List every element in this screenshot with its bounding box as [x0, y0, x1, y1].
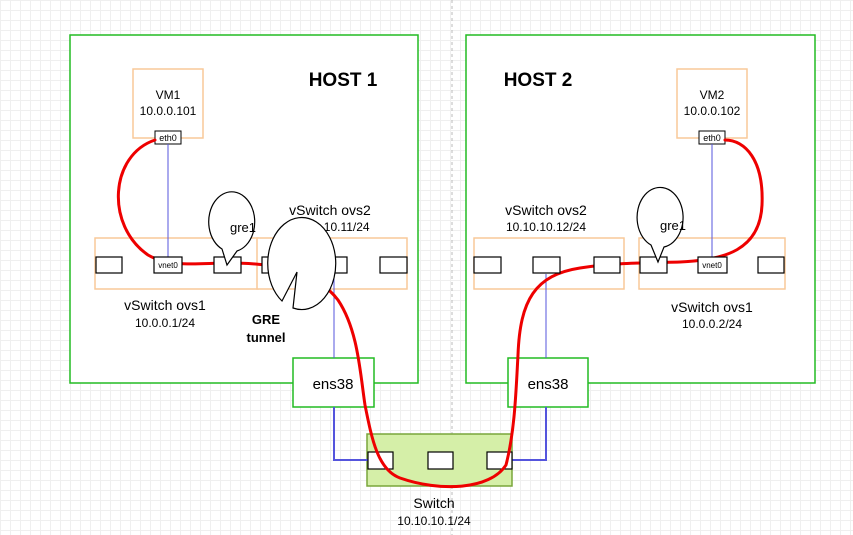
host1-nic-label: ens38 [313, 376, 354, 393]
gre-tunnel-path [117, 138, 764, 489]
vm2-name: VM2 [700, 88, 725, 102]
host2-ovs2-ip: 10.10.10.12/24 [506, 220, 586, 234]
gre-tunnel-line2: tunnel [247, 330, 286, 345]
host2-gre1-text: gre1 [660, 218, 686, 233]
host2-nic-label: ens38 [528, 376, 569, 393]
host1-gre1-callout: gre1 [208, 191, 256, 267]
host2-ovs2-label: vSwitch ovs2 [505, 202, 587, 218]
host2-vm[interactable]: VM2 10.0.0.102 eth0 [676, 68, 748, 145]
host2-gre1-bubble [636, 186, 684, 264]
vm1-ip: 10.0.0.101 [140, 104, 197, 118]
host1-vm[interactable]: VM1 10.0.0.101 eth0 [132, 68, 204, 145]
host1-ovs2-port-3[interactable] [379, 256, 408, 274]
host2-ovs1-port-3[interactable] [757, 256, 785, 274]
host2-ovs2-port-1[interactable] [473, 256, 502, 274]
host1-gre1-text: gre1 [230, 220, 256, 235]
gre-tunnel-bubble [267, 216, 337, 311]
physical-links [167, 144, 713, 461]
gre-tunnel-line1: GRE [252, 312, 281, 327]
host1-title: HOST 1 [309, 70, 378, 91]
switch-ports[interactable] [367, 451, 513, 470]
host2-nic-ens38[interactable] [507, 357, 589, 408]
host2-gre1-callout: gre1 [636, 186, 686, 264]
host2-ovs1-vnet0-port[interactable] [697, 256, 728, 274]
host2-title: HOST 2 [504, 70, 573, 91]
physical-switch[interactable]: Switch 10.10.10.1/24 [366, 433, 513, 528]
host1-ovs2-label: vSwitch ovs2 [289, 202, 371, 218]
host2-ovs2-port-3[interactable] [593, 256, 621, 274]
host1-ovs1-ip: 10.0.0.1/24 [135, 316, 195, 330]
host2-ovs1-label: vSwitch ovs1 [671, 299, 753, 315]
vm2-ip: 10.0.0.102 [684, 104, 741, 118]
host1-nic-to-switch-link [333, 407, 381, 461]
vm1-eth0-label: eth0 [159, 133, 177, 143]
switch-ip: 10.10.10.1/24 [397, 514, 471, 528]
vm2-box[interactable] [676, 68, 748, 139]
host1-ovs1-port-1[interactable] [95, 256, 123, 274]
gre-tunnel-callout: GRE tunnel [247, 216, 337, 345]
host2-ovs1-ip: 10.0.0.2/24 [682, 317, 742, 331]
host2-ovs2-port-2[interactable] [532, 256, 561, 274]
host2-nic-to-switch-link [500, 407, 547, 461]
host1-ovs1-vnet0-port[interactable] [153, 256, 183, 274]
vm1-name: VM1 [156, 88, 181, 102]
host2-ovs-ports[interactable]: vnet0 [473, 256, 785, 274]
host1-ovs1-label: vSwitch ovs1 [124, 297, 206, 313]
host1-gre1-bubble [208, 191, 256, 267]
host2-vnet0-label: vnet0 [702, 261, 722, 270]
switch-port-2[interactable] [427, 451, 454, 470]
switch-label: Switch [413, 495, 454, 511]
host1-vnet0-label: vnet0 [158, 261, 178, 270]
host2-ovs1-gre1-port[interactable] [639, 256, 668, 274]
vm1-box[interactable] [132, 68, 204, 139]
vm2-eth0-label: eth0 [703, 133, 721, 143]
